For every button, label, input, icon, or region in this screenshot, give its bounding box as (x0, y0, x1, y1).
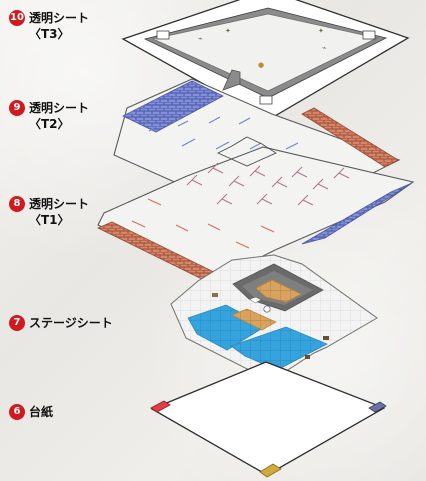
layer-7-stage-sheet (170, 254, 378, 382)
layer-6-base-sheet (150, 361, 387, 478)
layer-label-9: 9 透明シート 〈T2〉 (9, 100, 89, 132)
layer-number-badge-6: 6 (9, 404, 25, 420)
layer-title-6: 台紙 (29, 405, 54, 419)
layer-text-group-7: ステージシート (29, 315, 113, 331)
layer-text-group-6: 台紙 (29, 404, 53, 420)
layer-8-sheet (97, 136, 415, 283)
layer-number-badge-10: 10 (9, 10, 25, 26)
layer-title-9: 透明シート (29, 101, 90, 115)
layer-number-badge-9: 9 (9, 100, 25, 116)
layer-number-badge-8: 8 (9, 196, 25, 212)
layer-text-group-8: 透明シート 〈T1〉 (29, 196, 89, 228)
layer-label-7: 7 ステージシート (9, 315, 113, 331)
layer-title-8: 透明シート (29, 197, 90, 211)
layer-label-10: 10 透明シート 〈T3〉 (9, 10, 89, 42)
svg-text:⌁: ⌁ (322, 44, 326, 52)
layer-label-6: 6 台紙 (9, 404, 53, 420)
layer-title-10: 透明シート (29, 11, 90, 25)
svg-text:✦: ✦ (225, 27, 231, 35)
layer-number-badge-7: 7 (9, 315, 25, 331)
layer-text-group-10: 透明シート 〈T3〉 (29, 10, 89, 42)
layer-label-8: 8 透明シート 〈T1〉 (9, 196, 89, 228)
layer-subtitle-9: 〈T2〉 (29, 117, 70, 131)
layer-subtitle-8: 〈T1〉 (29, 213, 70, 227)
svg-text:⌁: ⌁ (198, 34, 203, 43)
layer-text-group-9: 透明シート 〈T2〉 (29, 100, 89, 132)
layer-subtitle-10: 〈T3〉 (29, 27, 70, 41)
layer-10-sheet: ⌁ ✦ ✦ ⌁ ● (121, 0, 410, 121)
svg-text:●: ● (258, 61, 264, 69)
svg-text:✦: ✦ (318, 27, 324, 35)
layer-title-7: ステージシート (29, 316, 113, 330)
